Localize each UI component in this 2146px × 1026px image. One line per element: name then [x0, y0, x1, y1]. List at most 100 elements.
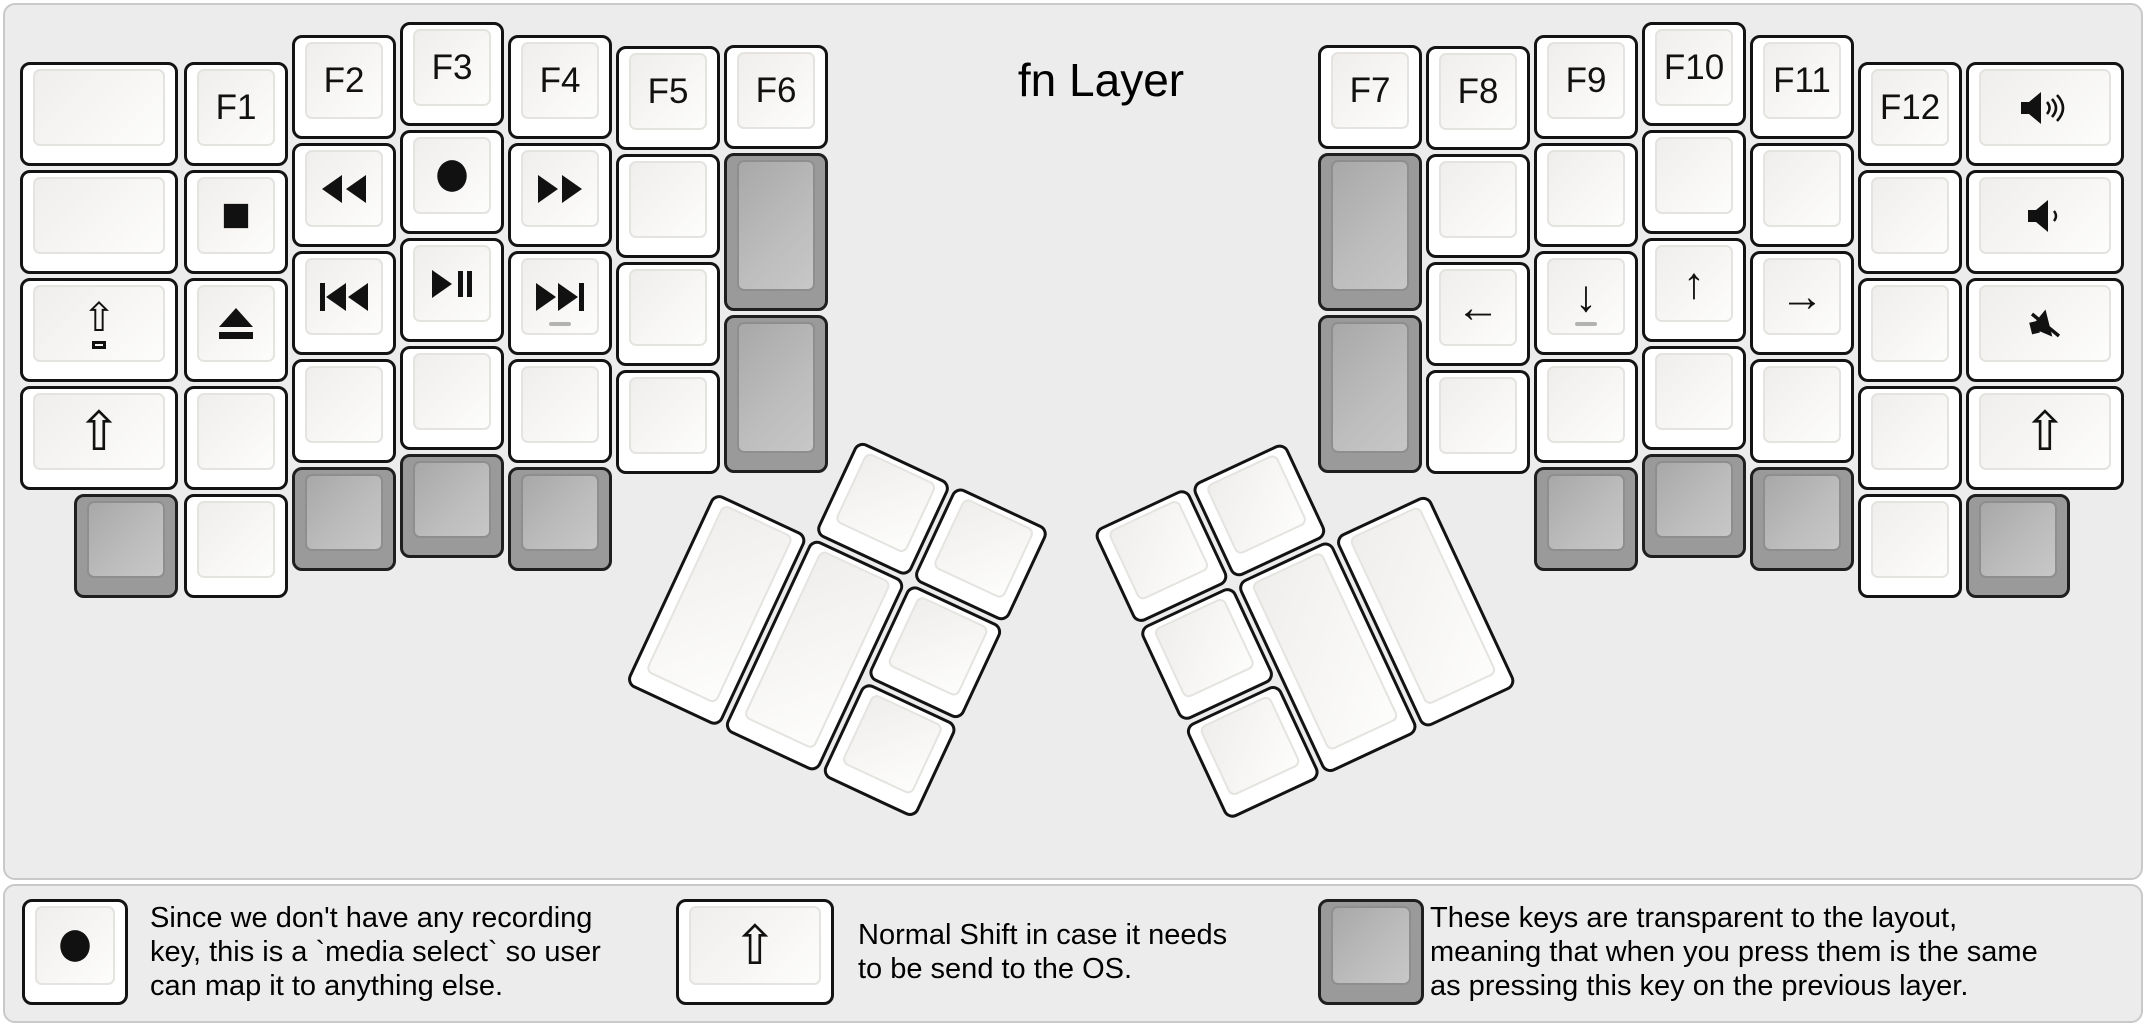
key-blank-l-r4c5[interactable]: [616, 370, 720, 474]
key-f7[interactable]: F7: [1318, 45, 1422, 149]
eject-icon: [219, 307, 253, 339]
legend-text-line: These keys are transparent to the layout…: [1430, 902, 1958, 934]
key-blank-r-r4c5[interactable]: [1858, 386, 1962, 490]
legend-text-line: key, this is a `media select` so user: [150, 936, 601, 968]
key-shift-left[interactable]: ⇧: [20, 386, 178, 490]
key-transparent-l-b4[interactable]: [400, 454, 504, 558]
legend-text-line: meaning that when you press them is the …: [1430, 936, 2038, 968]
key-legend-shift[interactable]: ⇧: [676, 899, 834, 1005]
key-legend-record[interactable]: [22, 899, 128, 1005]
keycap-surface: [1107, 498, 1211, 602]
key-transparent-r-b2[interactable]: [1642, 454, 1746, 558]
key-blank-r-r2c5[interactable]: [1858, 170, 1962, 274]
record-icon: [437, 159, 467, 192]
key-blank-l-b2[interactable]: [184, 494, 288, 598]
key-mute[interactable]: [1966, 278, 2124, 382]
key-transparent-l-b5[interactable]: [508, 467, 612, 571]
key-f1[interactable]: F1: [184, 62, 288, 166]
key-blank-r-r2c1[interactable]: [1426, 154, 1530, 258]
key-rewind[interactable]: [292, 143, 396, 247]
key-transparent-r-b3[interactable]: [1750, 467, 1854, 571]
keycap-surface: [1547, 150, 1625, 227]
key-f12[interactable]: F12: [1858, 62, 1962, 166]
keycap-surface: ↓: [1547, 258, 1625, 335]
key-f5[interactable]: F5: [616, 46, 720, 150]
key-transparent-l-b3[interactable]: [292, 467, 396, 571]
keycap-surface: [197, 393, 275, 470]
key-f2[interactable]: F2: [292, 35, 396, 139]
key-blank-l-r2c0[interactable]: [20, 170, 178, 274]
key-prev-track[interactable]: [292, 251, 396, 355]
keycap-surface: F5: [629, 53, 707, 130]
keycap-surface: [87, 501, 165, 578]
legend-text-line: Since we don't have any recording: [150, 902, 593, 934]
keycap-surface: F10: [1655, 29, 1733, 106]
key-transparent-l-inner1[interactable]: [724, 153, 828, 311]
key-blank-l-r1c0[interactable]: [20, 62, 178, 166]
key-f9[interactable]: F9: [1534, 35, 1638, 139]
f7-label: F7: [1349, 71, 1391, 110]
key-transparent-r-inner1[interactable]: [1318, 153, 1422, 311]
keycap-surface: [1331, 160, 1409, 291]
f3-label: F3: [431, 48, 473, 87]
keycap-surface: [737, 160, 815, 291]
keycap-surface: [932, 497, 1036, 600]
key-blank-l-r4c2[interactable]: [292, 359, 396, 463]
key-f10[interactable]: F10: [1642, 22, 1746, 126]
key-blank-r-r4c1[interactable]: [1426, 370, 1530, 474]
key-blank-r-r3c5[interactable]: [1858, 278, 1962, 382]
key-arrow-down[interactable]: ↓: [1534, 251, 1638, 355]
key-blank-l-r2c5[interactable]: [616, 154, 720, 258]
f12-label: F12: [1879, 88, 1941, 127]
key-shift-right[interactable]: ⇧: [1966, 386, 2124, 490]
key-transparent-r-b5[interactable]: [1966, 494, 2070, 598]
keycap-surface: [1198, 694, 1302, 798]
key-f3[interactable]: F3: [400, 22, 504, 126]
key-blank-r-r4c4[interactable]: [1750, 359, 1854, 463]
key-fast-forward[interactable]: [508, 143, 612, 247]
key-blank-r-r4c3[interactable]: [1642, 346, 1746, 450]
keycap-surface: →: [1763, 258, 1841, 335]
key-transparent-r-b1[interactable]: [1534, 467, 1638, 571]
key-arrow-up[interactable]: ↑: [1642, 238, 1746, 342]
key-f11[interactable]: F11: [1750, 35, 1854, 139]
key-transparent-l-inner2[interactable]: [724, 315, 828, 473]
key-eject[interactable]: [184, 278, 288, 382]
key-volume-down[interactable]: [1966, 170, 2124, 274]
key-next-track[interactable]: [508, 251, 612, 355]
key-blank-r-b4[interactable]: [1858, 494, 1962, 598]
key-f8[interactable]: F8: [1426, 46, 1530, 150]
key-blank-l-r4c1[interactable]: [184, 386, 288, 490]
key-caps-lock[interactable]: ⇧: [20, 278, 178, 382]
keycap-surface: F7: [1331, 52, 1409, 129]
key-f4[interactable]: F4: [508, 35, 612, 139]
key-blank-r-r2c3[interactable]: [1642, 130, 1746, 234]
keycap-surface: [1655, 461, 1733, 538]
voldown-icon: [2028, 199, 2058, 232]
key-f6[interactable]: F6: [724, 45, 828, 149]
keycap-surface: [1871, 285, 1949, 362]
key-arrow-left[interactable]: ←: [1426, 262, 1530, 366]
key-stop[interactable]: [184, 170, 288, 274]
caps-bar-icon: [92, 341, 106, 349]
key-blank-r-r4c2[interactable]: [1534, 359, 1638, 463]
key-volume-up[interactable]: [1966, 62, 2124, 166]
key-blank-l-r4c4[interactable]: [508, 359, 612, 463]
keycap-surface: [305, 366, 383, 443]
arrow-left-label: ←: [1456, 282, 1500, 332]
key-blank-r-r2c2[interactable]: [1534, 143, 1638, 247]
keycap-surface: [197, 501, 275, 578]
keycap-surface: [305, 258, 383, 335]
keycap-surface: [521, 366, 599, 443]
key-play-pause[interactable]: [400, 238, 504, 342]
key-blank-l-r4c3[interactable]: [400, 346, 504, 450]
key-record[interactable]: [400, 130, 504, 234]
key-legend-transparent[interactable]: [1318, 899, 1424, 1005]
record-icon: [60, 929, 90, 962]
key-blank-r-r2c4[interactable]: [1750, 143, 1854, 247]
key-transparent-l-b1[interactable]: [74, 494, 178, 598]
key-arrow-right[interactable]: →: [1750, 251, 1854, 355]
key-transparent-r-inner2[interactable]: [1318, 315, 1422, 473]
key-blank-l-r3c5[interactable]: [616, 262, 720, 366]
